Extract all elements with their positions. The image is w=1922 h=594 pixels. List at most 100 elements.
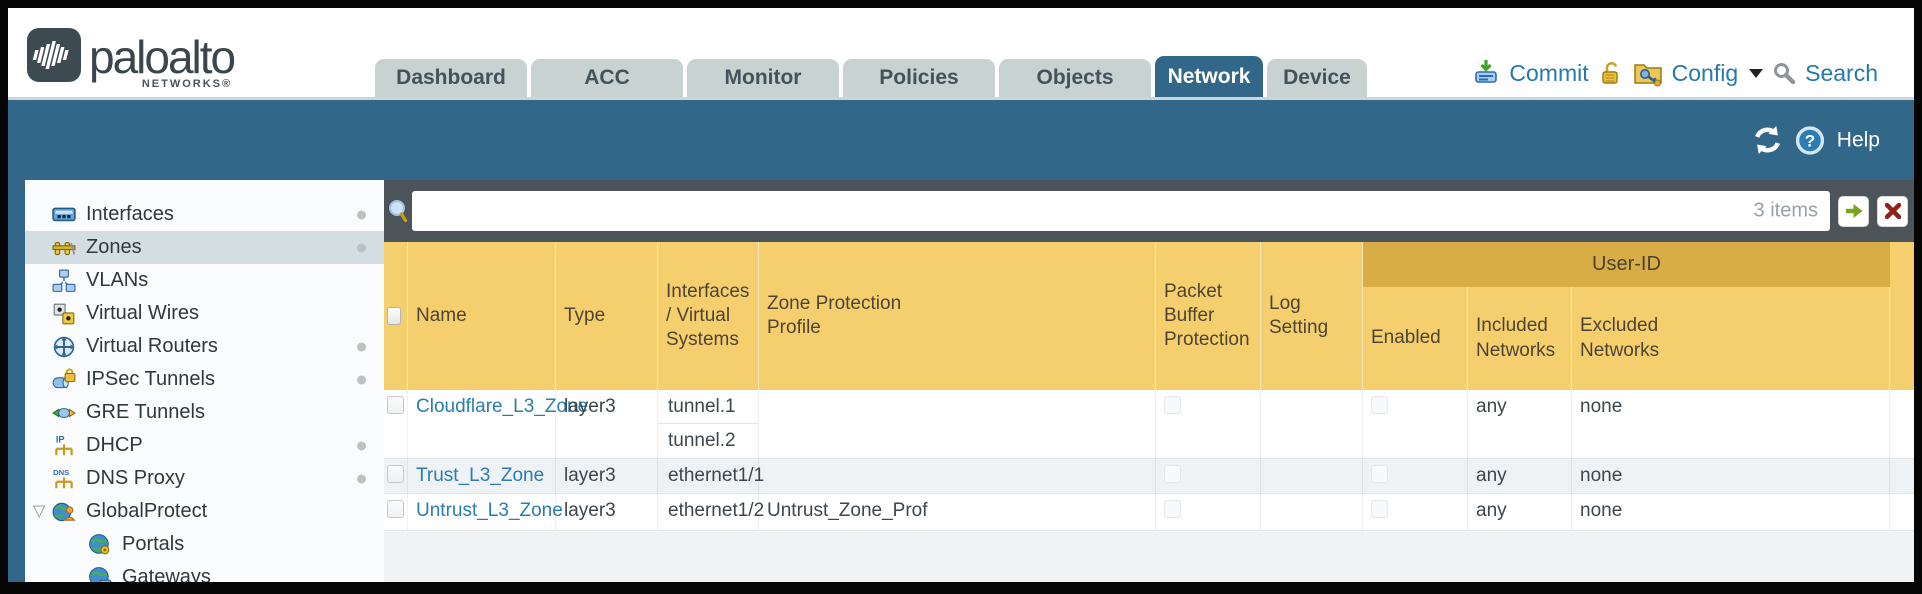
main-content: 3 items User-ID Name Type Interfaces / V… bbox=[384, 180, 1914, 582]
row-checkbox[interactable] bbox=[387, 396, 404, 414]
included-networks-cell: any bbox=[1468, 494, 1572, 530]
zone-name-link[interactable]: Cloudflare_L3_Zone bbox=[416, 396, 589, 417]
interfaces-icon bbox=[52, 203, 76, 227]
top-bar: paloalto NETWORKS® Dashboard ACC Monitor… bbox=[8, 8, 1914, 100]
log-setting-cell bbox=[1261, 390, 1363, 458]
zone-type-cell: layer3 bbox=[556, 494, 658, 530]
user-id-enabled-cell bbox=[1363, 390, 1468, 458]
zone-interfaces-cell: ethernet1/2 bbox=[658, 494, 764, 530]
sidebar-item-label: Virtual Routers bbox=[86, 335, 218, 357]
lock-icon[interactable] bbox=[1598, 60, 1624, 86]
filter-input[interactable] bbox=[412, 191, 1830, 231]
config-caret-icon bbox=[1749, 68, 1764, 78]
sidebar-item-zones[interactable]: Zones bbox=[25, 231, 384, 264]
pbp-checkbox[interactable] bbox=[1164, 500, 1181, 518]
column-header-type[interactable]: Type bbox=[556, 242, 658, 390]
filler-cell bbox=[1890, 494, 1914, 530]
ipsec-tunnels-icon bbox=[52, 368, 76, 392]
brand-name: paloalto bbox=[89, 31, 236, 83]
sidebar-item-dns-proxy[interactable]: DNS DNS Proxy bbox=[25, 462, 384, 495]
config-menu-button[interactable]: Config bbox=[1671, 59, 1739, 86]
column-header-excluded-networks[interactable]: Excluded Networks bbox=[1572, 287, 1890, 390]
tab-acc[interactable]: ACC bbox=[531, 59, 683, 97]
tab-monitor[interactable]: Monitor bbox=[687, 59, 839, 97]
column-header-filler bbox=[1890, 242, 1914, 390]
pbp-checkbox[interactable] bbox=[1164, 465, 1181, 483]
sidebar-item-ipsec-tunnels[interactable]: IPSec Tunnels bbox=[25, 363, 384, 396]
svg-text:DNS: DNS bbox=[53, 468, 69, 477]
red-x-icon bbox=[1884, 202, 1901, 220]
sidebar-item-virtual-wires[interactable]: Virtual Wires bbox=[25, 297, 384, 330]
packet-buffer-protection-cell bbox=[1156, 494, 1261, 530]
virtual-routers-icon bbox=[52, 335, 76, 359]
enabled-checkbox[interactable] bbox=[1371, 396, 1388, 414]
sidebar-item-gre-tunnels[interactable]: GRE Tunnels bbox=[25, 396, 384, 429]
sidebar-item-label: Portals bbox=[122, 533, 185, 555]
status-dot bbox=[357, 441, 366, 450]
commit-button[interactable]: Commit bbox=[1509, 59, 1589, 86]
search-button[interactable]: Search bbox=[1805, 59, 1878, 86]
dhcp-icon: IP bbox=[52, 434, 76, 458]
portals-icon bbox=[88, 533, 112, 557]
sub-header-band: ? Help bbox=[8, 100, 1914, 180]
zone-protection-profile-cell bbox=[759, 459, 1156, 493]
status-dot bbox=[357, 474, 366, 483]
sidebar-item-gateways[interactable]: Gateways bbox=[25, 561, 384, 582]
user-id-group-header: User-ID bbox=[1363, 242, 1890, 287]
status-dot bbox=[357, 375, 366, 384]
packet-buffer-protection-cell bbox=[1156, 459, 1261, 493]
table-row[interactable]: Trust_L3_Zone layer3 ethernet1/1 any non… bbox=[384, 459, 1914, 494]
column-header-packet-buffer-protection[interactable]: Packet Buffer Protection bbox=[1156, 242, 1261, 390]
tab-policies[interactable]: Policies bbox=[843, 59, 995, 97]
svg-text:IP: IP bbox=[56, 434, 65, 444]
zone-name-link[interactable]: Untrust_L3_Zone bbox=[416, 500, 563, 521]
apply-filter-button[interactable] bbox=[1838, 195, 1869, 227]
select-all-checkbox[interactable] bbox=[387, 307, 401, 325]
user-id-enabled-cell bbox=[1363, 494, 1468, 530]
config-icon bbox=[1633, 64, 1662, 87]
vlans-icon bbox=[52, 269, 76, 293]
help-button[interactable]: Help bbox=[1836, 128, 1880, 151]
table-header: User-ID Name Type Interfaces / Virtual S… bbox=[384, 242, 1914, 390]
sidebar-item-portals[interactable]: Portals bbox=[25, 528, 384, 561]
clear-filter-button[interactable] bbox=[1877, 195, 1908, 227]
zone-protection-profile-cell: Untrust_Zone_Prof bbox=[759, 494, 1156, 530]
sidebar-item-virtual-routers[interactable]: Virtual Routers bbox=[25, 330, 384, 363]
excluded-networks-cell: none bbox=[1572, 390, 1890, 458]
included-networks-cell: any bbox=[1468, 390, 1572, 458]
tab-dashboard[interactable]: Dashboard bbox=[375, 59, 527, 97]
sidebar-item-dhcp[interactable]: IP DHCP bbox=[25, 429, 384, 462]
row-checkbox[interactable] bbox=[387, 500, 404, 518]
column-header-name[interactable]: Name bbox=[408, 242, 556, 390]
sidebar-item-vlans[interactable]: VLANs bbox=[25, 264, 384, 297]
zone-type-cell: layer3 bbox=[556, 390, 658, 458]
tab-objects[interactable]: Objects bbox=[999, 59, 1151, 97]
zone-name-link[interactable]: Trust_L3_Zone bbox=[416, 465, 545, 486]
row-checkbox[interactable] bbox=[387, 465, 404, 483]
network-sidebar: Interfaces Zones VLANs bbox=[25, 180, 384, 582]
tab-device[interactable]: Device bbox=[1267, 59, 1367, 97]
column-header-log-setting[interactable]: Log Setting bbox=[1261, 242, 1363, 390]
expand-arrow-icon[interactable]: ▽ bbox=[33, 503, 46, 520]
column-header-included-networks[interactable]: Included Networks bbox=[1468, 287, 1572, 390]
refresh-icon[interactable] bbox=[1752, 125, 1783, 156]
table-row[interactable]: Cloudflare_L3_Zone layer3 tunnel.1 tunne… bbox=[384, 390, 1914, 459]
help-icon[interactable]: ? bbox=[1795, 125, 1825, 155]
column-header-enabled[interactable]: Enabled bbox=[1363, 287, 1468, 390]
interface-entry: tunnel.1 bbox=[658, 390, 758, 424]
column-header-zone-protection-profile[interactable]: Zone Protection Profile bbox=[759, 242, 1156, 390]
filler-cell bbox=[1890, 390, 1914, 458]
left-edge-strip bbox=[8, 180, 25, 582]
column-header-interfaces[interactable]: Interfaces / Virtual Systems bbox=[658, 242, 759, 390]
enabled-checkbox[interactable] bbox=[1371, 500, 1388, 518]
sidebar-item-label: DHCP bbox=[86, 434, 143, 456]
enabled-checkbox[interactable] bbox=[1371, 465, 1388, 483]
filter-bar: 3 items bbox=[384, 180, 1914, 242]
sidebar-item-interfaces[interactable]: Interfaces bbox=[25, 198, 384, 231]
user-id-enabled-cell bbox=[1363, 459, 1468, 493]
table-row[interactable]: Untrust_L3_Zone layer3 ethernet1/2 Untru… bbox=[384, 494, 1914, 531]
sidebar-item-globalprotect[interactable]: ▽ GlobalProtect bbox=[25, 495, 384, 528]
pbp-checkbox[interactable] bbox=[1164, 396, 1181, 414]
virtual-wires-icon bbox=[52, 302, 76, 326]
tab-network[interactable]: Network bbox=[1155, 56, 1263, 97]
